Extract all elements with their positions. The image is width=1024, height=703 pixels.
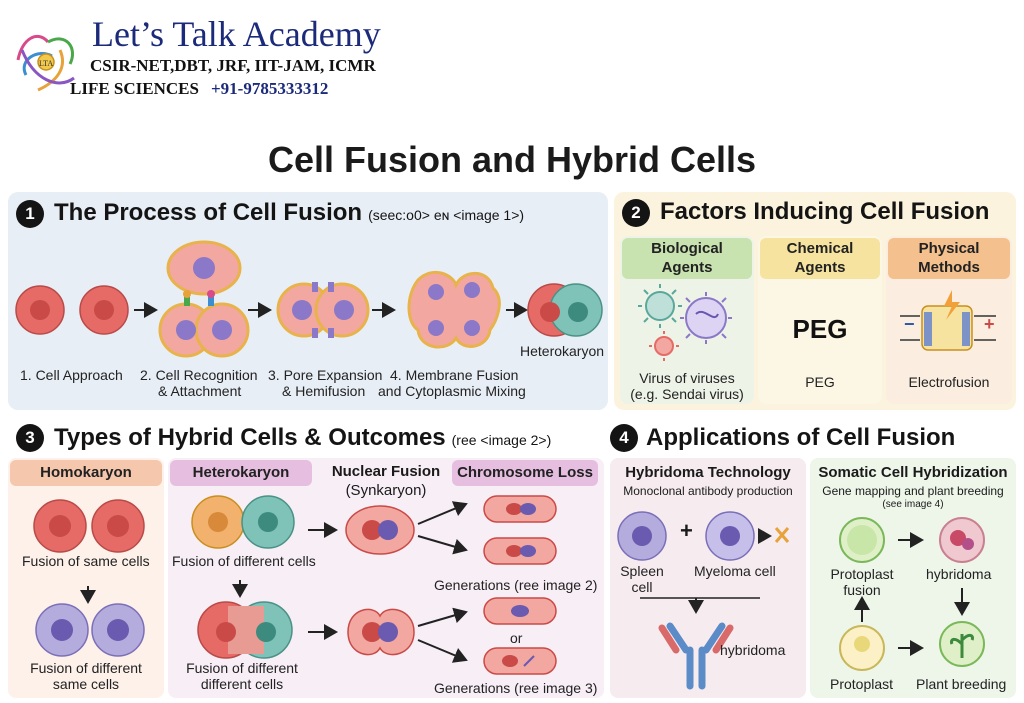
approach-cell-left — [15, 285, 65, 335]
svg-text:LTA: LTA — [39, 59, 53, 68]
step-2-label: 2. Cell Recognition — [140, 367, 258, 383]
hybridoma-diagram — [617, 511, 790, 690]
peg-big-label: PEG — [792, 314, 848, 344]
page-title: Cell Fusion and Hybrid Cells — [267, 139, 757, 180]
virus-icon — [638, 284, 732, 361]
nuclear-fusion-header: Nuclear Fusion — [331, 463, 441, 480]
electrofusion-icon — [900, 290, 996, 351]
step-4-label-2: and Cytoplasmic Mixing — [378, 383, 526, 399]
heterokaryon-cell — [527, 283, 603, 337]
fusion-diff-same-label-1: Fusion of different — [30, 660, 142, 676]
fusion-different-label-1: Fusion of different — [186, 660, 298, 676]
or-label: or — [510, 630, 523, 646]
section-3-number: 3 — [16, 424, 44, 452]
fusion-different-label-2: different cells — [200, 676, 284, 692]
homokaryon-diagram — [33, 499, 145, 657]
process-note: (seec:o0> eɴ <image 1>) — [368, 207, 525, 223]
section-1-number: 1 — [16, 200, 44, 228]
step-3-label: 3. Pore Expansion — [268, 367, 383, 383]
protoplast-fusion-label-2: fusion — [843, 582, 881, 598]
somatic-title: Somatic Cell Hybridization — [818, 464, 1008, 481]
biological-header-2: Agents — [661, 259, 713, 276]
biological-header-1: Biological — [651, 240, 723, 257]
synkaryon-label: (Synkaryon) — [345, 482, 427, 499]
hybridoma-title: Hybridoma Technology — [625, 464, 791, 481]
heterokaryon-header: Heterokaryon — [170, 460, 312, 486]
academy-exams: CSIR-NET,DBT, JRF, IIT-JAM, ICMR — [90, 56, 376, 75]
plant-breeding-label: Plant breeding — [916, 676, 1007, 692]
physical-header-1: Physical — [918, 240, 980, 257]
types-title-line: Types of Hybrid Cells & Outcomes (ree <im… — [54, 424, 551, 454]
step-3-label-2: & Hemifusion — [282, 383, 366, 399]
approach-cell-right — [79, 285, 129, 335]
spleen-label-2: cell — [631, 579, 653, 595]
factors-title: Factors Inducing Cell Fusion — [660, 198, 990, 225]
myeloma-label: Myeloma cell — [694, 563, 776, 579]
biological-caption-2: (e.g. Sendai virus) — [630, 386, 744, 402]
protoplast-label: Protoplast — [830, 676, 894, 692]
hemifusion-cells — [276, 282, 370, 338]
heterokaryon-label: Heterokaryon — [520, 343, 605, 359]
fusion-different-cells-label: Fusion of different cells — [172, 553, 316, 569]
physical-caption: Electrofusion — [908, 374, 990, 390]
chemical-header-2: Agents — [794, 259, 846, 276]
academy-subject: LIFE SCIENCES — [70, 79, 199, 98]
academy-name: Let’s Talk Academy — [92, 14, 381, 54]
somatic-diagram — [839, 517, 985, 671]
protoplast-fusion-label-1: Protoplast — [830, 566, 894, 582]
recognition-cells — [158, 240, 250, 358]
chromosome-loss-header: Chromosome Loss — [452, 460, 598, 486]
academy-subject-line: LIFE SCIENCES +91-9785333312 — [70, 79, 328, 99]
chemical-header-1: Chemical — [786, 240, 854, 257]
types-note: (ree <image 2>) — [451, 432, 552, 448]
applications-title: Applications of Cell Fusion — [646, 424, 956, 451]
homokaryon-header: Homokaryon — [10, 460, 162, 486]
homokaryon-card — [8, 458, 164, 698]
fusion-same-label: Fusion of same cells — [22, 553, 150, 569]
step-1-label: 1. Cell Approach — [20, 367, 123, 383]
academy-phone: +91-9785333312 — [210, 79, 329, 98]
fusion-diff-same-label-2: same cells — [52, 676, 120, 692]
generations-3-label: Generations (ree image 3) — [434, 680, 598, 696]
plus-symbol: + — [680, 518, 693, 543]
hybridoma-card — [610, 458, 806, 698]
types-title: Types of Hybrid Cells & Outcomes — [54, 424, 446, 451]
minus-sign: − — [904, 314, 915, 334]
somatic-subtitle-1: Gene mapping and plant breeding — [822, 484, 1004, 498]
section-4-number: 4 — [610, 424, 638, 452]
step-2-label-2: & Attachment — [158, 383, 242, 399]
process-title: The Process of Cell Fusion — [54, 199, 363, 226]
step-4-label: 4. Membrane Fusion — [390, 367, 519, 383]
process-diagram — [15, 240, 603, 358]
academy-logo: LTA — [16, 35, 75, 92]
biological-caption-1: Virus of viruses — [639, 370, 735, 386]
generations-2-label: Generations (ree image 2) — [434, 577, 598, 593]
heterokaryon-outcomes-diagram — [191, 495, 557, 675]
section-2-number: 2 — [622, 199, 650, 227]
hybridoma-subtitle: Monoclonal antibody production — [623, 484, 793, 498]
physical-header-2: Methods — [918, 259, 980, 276]
hybridoma-label: hybridoma — [720, 642, 786, 658]
membrane-fusion-cell — [407, 270, 501, 349]
somatic-subtitle-2: (see image 4) — [882, 499, 944, 510]
process-title-line: The Process of Cell Fusion (seec:o0> eɴ <… — [54, 199, 524, 229]
plus-sign: + — [984, 314, 995, 334]
spleen-label-1: Spleen — [620, 563, 664, 579]
plant-hybridoma-label: hybridoma — [926, 566, 992, 582]
chemical-caption: PEG — [805, 374, 835, 390]
